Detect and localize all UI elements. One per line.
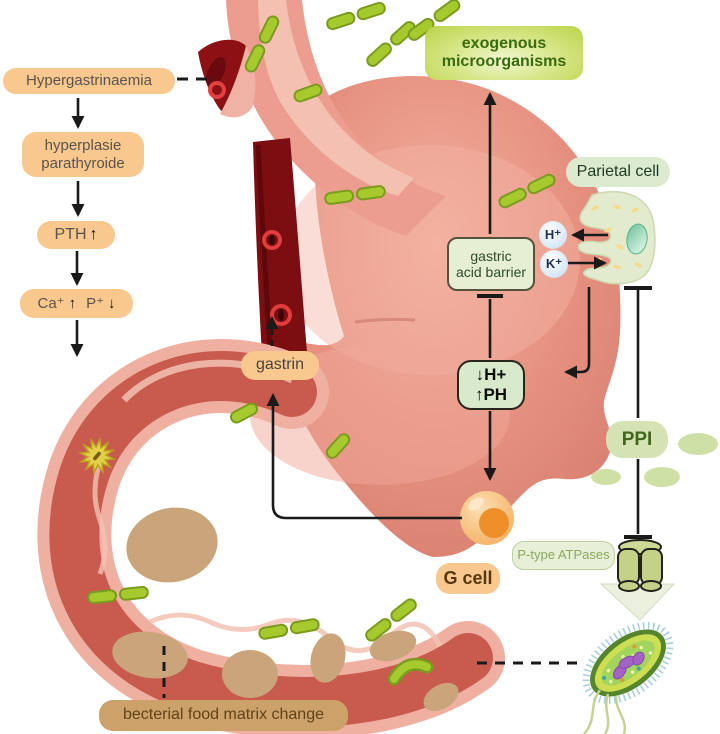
- pth-label: PTH ↑: [37, 221, 115, 249]
- ca-label: Ca⁺: [37, 294, 65, 312]
- pth-up-arrow: ↑: [89, 225, 98, 243]
- ppi-label: PPI: [606, 421, 668, 458]
- food-chunks: [112, 507, 459, 712]
- parietal-cell-illustration: [577, 191, 656, 285]
- connectors: [70, 77, 652, 698]
- k-ion-circle: K⁺: [540, 250, 568, 278]
- bacteria-rods: [87, 0, 556, 642]
- p-label: P⁺: [86, 294, 105, 312]
- g-cell-label: G cell: [436, 563, 500, 594]
- acid-ph-label: ↓H+ ↑PH: [457, 360, 525, 410]
- exogenous-microorganisms-label: exogenous microorganisms: [425, 26, 583, 80]
- hypergastrinaemia-label: Hypergastrinaemia: [3, 68, 175, 94]
- h-ion-circle: H⁺: [539, 221, 567, 249]
- parietal-cell-label: Parietal cell: [566, 157, 670, 187]
- gastric-acid-barrier-label: gastric acid barrier: [447, 237, 535, 291]
- hyperplasia-line1: hyperplasie: [44, 137, 122, 155]
- proton-pump-icon: [617, 539, 663, 592]
- hyperplasia-line2: parathyroide: [41, 154, 125, 172]
- p-down-arrow: ↓: [108, 294, 116, 312]
- g-cell-illustration: [460, 491, 514, 545]
- ph-up-text: ↑PH: [474, 385, 508, 404]
- calcium-phosphate-label: Ca⁺ ↑ P⁺ ↓: [20, 289, 133, 318]
- ppi-pill-ovals: [591, 433, 718, 487]
- bacterium-illustration: [582, 622, 674, 734]
- gastrin-label: gastrin: [241, 351, 319, 380]
- bacterial-food-matrix-label: becterial food matrix change: [99, 700, 348, 731]
- hyperplasia-parathyroide-label: hyperplasie parathyroide: [22, 132, 144, 177]
- flagella: [583, 689, 627, 734]
- inflammation-starburst: [77, 436, 117, 476]
- p-type-atpases-label: P-type ATPases: [512, 541, 615, 570]
- h-down-text: ↓H+: [475, 365, 507, 385]
- cell-granules: [591, 204, 642, 270]
- ca-up-arrow: ↑: [68, 294, 77, 312]
